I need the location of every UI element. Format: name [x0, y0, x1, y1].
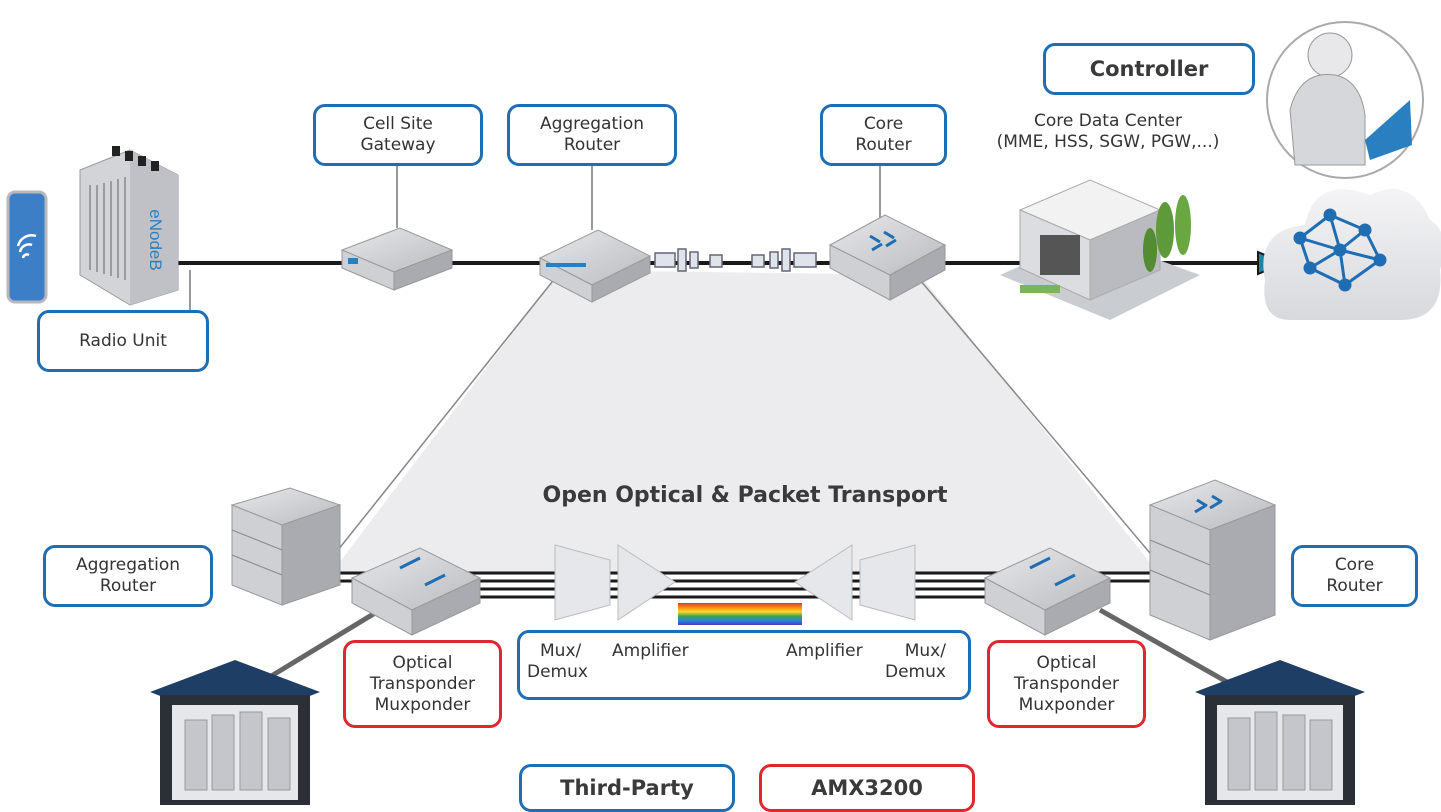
core-data-center-label: Core Data Center(MME, HSS, SGW, PGW,...) [996, 111, 1220, 152]
core-data-center-icon [1000, 179, 1200, 320]
core-router-top-icon [828, 214, 947, 301]
cell-site-gateway-icon [340, 227, 454, 291]
line-system-elements [554, 544, 916, 621]
transport-area [330, 270, 1160, 575]
data-center-left-icon [150, 660, 320, 805]
aggregation-router-left-icon [230, 487, 342, 606]
aggregation-router-top-icon [538, 229, 652, 303]
cloud-network-icon [1263, 188, 1441, 320]
optical-pluggables [654, 248, 817, 272]
enodeb-device-icon: eNodeB [79, 146, 179, 306]
mux-demux-right-label: Mux/Demux [885, 641, 946, 682]
wavelength-spectrum [678, 603, 802, 625]
controller-label: Controller [1043, 43, 1255, 95]
enodeb-label: eNodeB [146, 209, 165, 270]
transponder-left-icon [350, 547, 482, 636]
core-router-right-icon [1148, 479, 1277, 641]
mux-demux-left-label: Mux/Demux [527, 641, 588, 682]
controller-person-icon [1266, 21, 1424, 179]
phone-icon [6, 190, 48, 304]
amplifier-right-label: Amplifier [786, 641, 863, 661]
transponder-right-icon [983, 547, 1112, 636]
data-center-right-icon [1195, 660, 1365, 805]
legend-amx3200: AMX3200 [759, 764, 975, 812]
center-title: Open Optical & Packet Transport [542, 483, 948, 508]
legend-third-party: Third-Party [519, 764, 735, 812]
line-system-box [517, 630, 971, 700]
amplifier-left-label: Amplifier [612, 641, 689, 661]
radio-unit-label: Radio Unit [37, 310, 209, 372]
